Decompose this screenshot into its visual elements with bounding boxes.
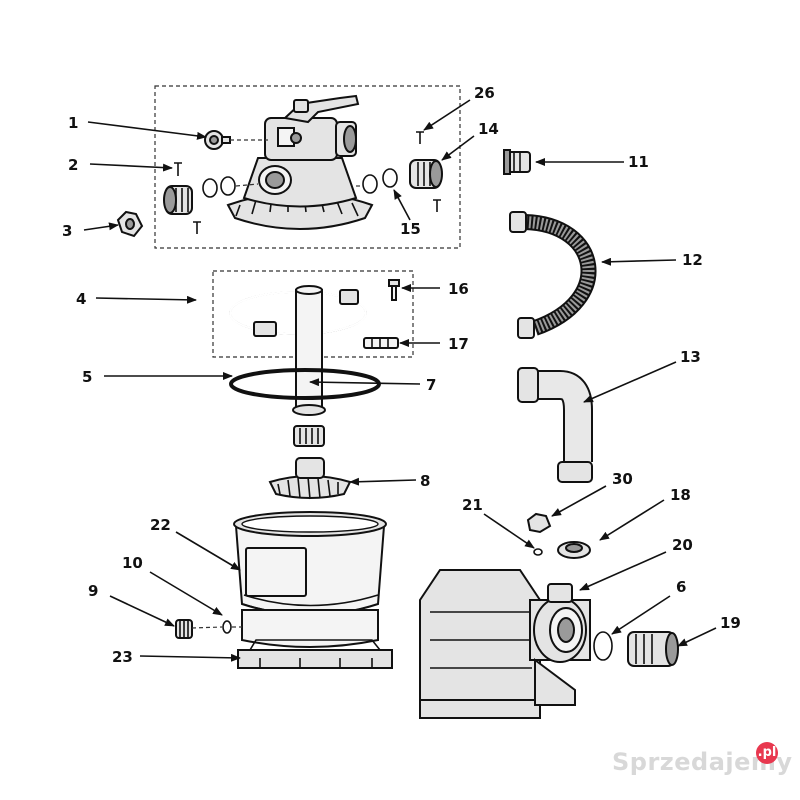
label-22: 22 [150,516,171,534]
valve-group-box [154,85,461,249]
label-14: 14 [478,120,499,138]
left-union-fitting [163,185,193,215]
washer-21 [533,548,543,556]
pump-union-fitting [627,631,679,667]
drain-seal [222,620,232,634]
label-4: 4 [76,290,86,308]
label-23: 23 [112,648,133,666]
multiport-valve [226,94,374,230]
right-union-fitting [409,159,443,189]
label-26: 26 [474,84,495,102]
screw-right-lower [433,199,441,212]
label-10: 10 [122,554,143,572]
leader-lines [83,99,717,662]
label-9: 9 [88,582,98,600]
label-16: 16 [448,280,469,298]
label-6: 6 [676,578,686,596]
bolt-17 [363,337,399,349]
label-30: 30 [612,470,633,488]
filter-tank [233,511,387,648]
elbow-pipe [517,367,593,483]
label-17: 17 [448,335,469,353]
o-ring-right-a [362,174,378,194]
o-ring-right-b [382,168,398,188]
label-15: 15 [400,220,421,238]
label-2: 2 [68,156,78,174]
label-5: 5 [82,368,92,386]
label-18: 18 [670,486,691,504]
label-19: 19 [720,614,741,632]
label-13: 13 [680,348,701,366]
pressure-gauge [204,130,268,150]
label-21: 21 [462,496,483,514]
label-7: 7 [426,376,436,394]
hex-nut [116,210,144,238]
o-ring-left-b [220,176,236,196]
pump-housing [419,569,591,719]
watermark-badge: .pl [756,742,778,764]
o-ring-left-a [202,178,218,198]
drain-plug-30 [526,512,552,534]
standpipe [292,285,326,447]
label-20: 20 [672,536,693,554]
label-11: 11 [628,153,649,171]
label-8: 8 [420,472,430,490]
pump-o-ring [593,631,613,661]
drain-cap [175,619,193,639]
screw-2 [174,162,182,176]
label-3: 3 [62,222,72,240]
screw-26 [416,131,424,144]
adapter-11 [503,149,531,175]
strainer-ring [557,541,591,559]
label-1: 1 [68,114,78,132]
bolt-16 [388,279,400,301]
label-12: 12 [682,251,703,269]
tank-base [237,639,393,669]
lateral-diffuser [268,457,352,500]
flexible-hose [509,211,597,339]
screw-left-lower [193,221,201,234]
